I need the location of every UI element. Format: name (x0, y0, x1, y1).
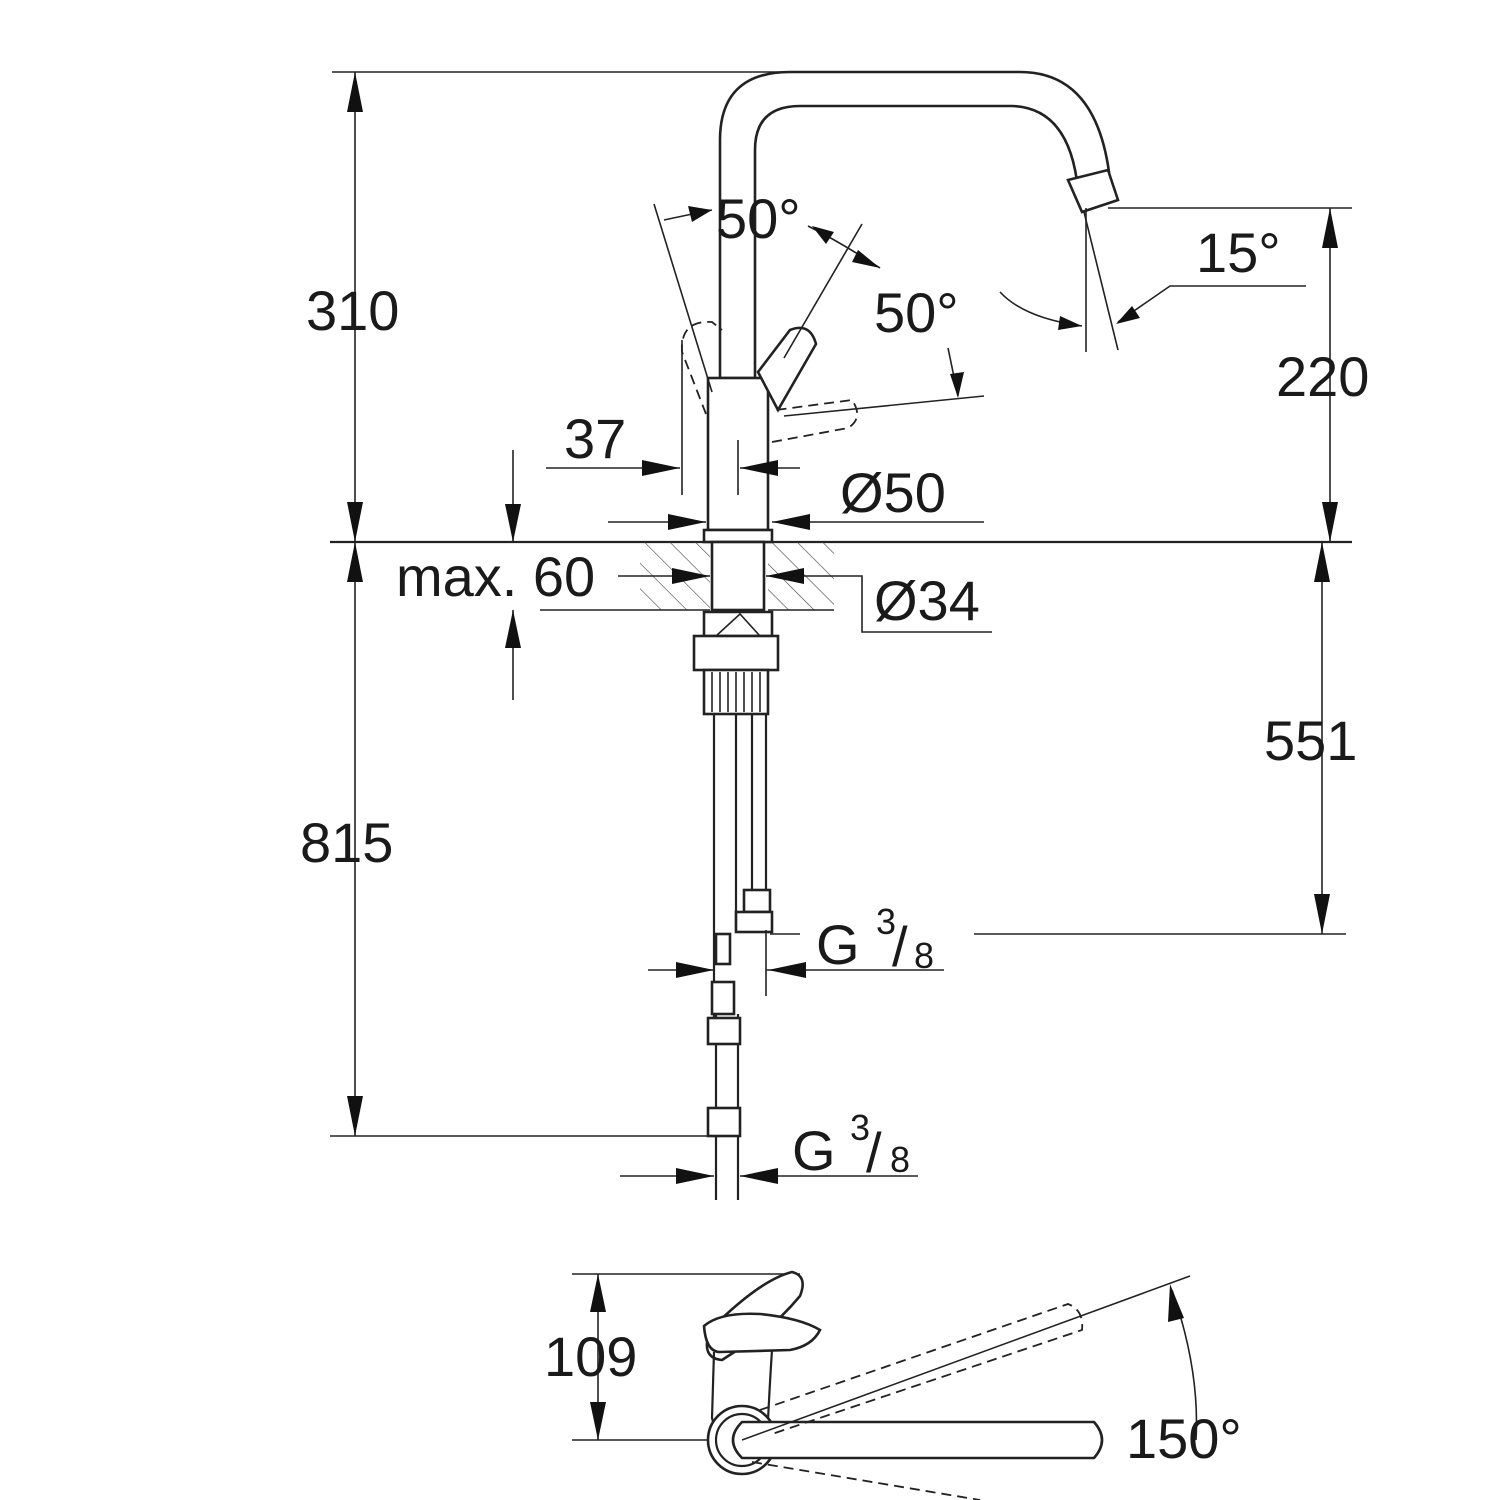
plan-spout-ghost-up (759, 1303, 1084, 1435)
plan-body (702, 1312, 822, 1354)
thread-label-1: G 3 / 8 (816, 901, 934, 978)
dim-spray-angle: 15° (1196, 221, 1281, 284)
spray-head (1066, 168, 1120, 214)
body-base (702, 528, 774, 544)
hose-fitting-left (714, 932, 732, 966)
svg-text:8: 8 (890, 1139, 910, 1180)
plan-spout-ghost-down (751, 1461, 981, 1500)
mounting-nut (692, 634, 780, 672)
hose-fitting-right (742, 888, 772, 914)
dim-lever-angle-left: 50° (716, 187, 801, 250)
dim-37: 37 (564, 407, 626, 470)
dim-150-angle: 150° (1126, 1407, 1242, 1470)
thread-lines (711, 672, 761, 712)
dimension-labels: 310 220 50° 50° 15° 37 Ø50 max. 60 Ø34 8… (300, 187, 1369, 1470)
shank (710, 540, 766, 612)
svg-text:8: 8 (914, 935, 934, 976)
svg-text:/: / (866, 1121, 882, 1184)
svg-text:G: G (816, 913, 860, 976)
dim-220: 220 (1276, 345, 1369, 408)
supply-hoses (712, 714, 768, 1018)
side-view (330, 70, 1352, 1200)
dim-lever-angle-right: 50° (874, 281, 959, 344)
lever-up (756, 326, 818, 413)
hose-nut-upper (706, 1016, 742, 1046)
svg-text:/: / (892, 915, 908, 978)
dim-815: 815 (300, 811, 393, 874)
dim-109: 109 (544, 1325, 637, 1388)
thread-label-2: G 3 / 8 (792, 1107, 910, 1184)
dim-551: 551 (1264, 709, 1357, 772)
svg-text:3: 3 (850, 1107, 870, 1148)
hose-nut-lower (706, 1106, 742, 1138)
plan-spout (731, 1420, 1104, 1460)
dim-diameter-34: Ø34 (874, 569, 980, 632)
dim-310: 310 (306, 279, 399, 342)
dim-diameter-50: Ø50 (840, 461, 946, 524)
svg-text:G: G (792, 1119, 836, 1182)
lever-right-ghost (771, 399, 858, 443)
plan-view (572, 1270, 1198, 1500)
svg-text:3: 3 (876, 901, 896, 942)
dim-max-60: max. 60 (396, 545, 595, 608)
